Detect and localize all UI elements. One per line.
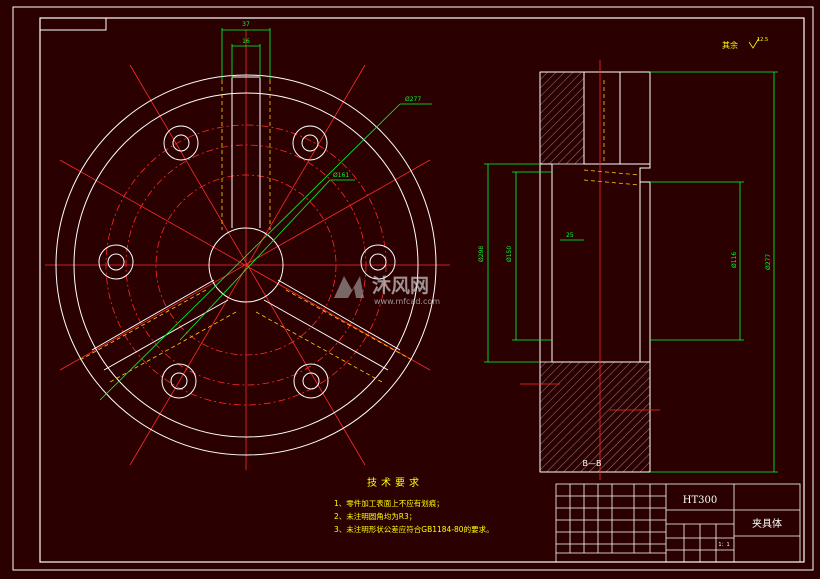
bolt-hole <box>161 363 197 399</box>
bolt-hole <box>293 363 329 399</box>
slot-line <box>91 279 215 351</box>
hub-circle <box>208 227 284 303</box>
dim-leader <box>99 103 401 401</box>
bolt-hole <box>302 372 320 390</box>
hidden-line <box>583 169 641 176</box>
notes-item-2: 2、未注明圆角均为R3； <box>334 511 416 521</box>
title-part-name: 夹具体 <box>752 517 782 530</box>
hatch-region <box>539 71 585 165</box>
sheet-inner-frame <box>39 17 805 563</box>
notes-title: 技术要求 <box>367 476 423 489</box>
section-view: Ø298 Ø150 25 Ø116 Ø277 B—B <box>478 60 778 480</box>
slot-line <box>277 279 401 351</box>
bolt-hole <box>292 125 328 161</box>
dim-section-small: 25 <box>566 232 574 239</box>
title-material: HT300 <box>683 495 717 506</box>
roughness-symbol-icon <box>748 37 760 49</box>
dim-section-left-a: Ø298 <box>478 246 485 262</box>
center-line-d4 <box>59 159 431 371</box>
section-label: B—B <box>583 459 602 468</box>
flange-step-circle <box>73 92 419 438</box>
front-view: 37 16 Ø277 Ø161 <box>45 21 450 470</box>
hidden-line <box>79 289 207 361</box>
dim-top-width: 37 <box>242 21 250 28</box>
hidden-line <box>255 311 383 383</box>
title-block <box>555 483 801 563</box>
dim-section-left-b: Ø150 <box>506 246 513 262</box>
pitch-circle-inner <box>125 144 367 386</box>
center-line-d2 <box>129 64 366 466</box>
bolt-hole <box>172 134 190 152</box>
slot-line <box>263 299 389 371</box>
bolt-hole <box>301 134 319 152</box>
notes-item-1: 1、零件加工表面上不应有划痕； <box>334 498 444 508</box>
title-scale: 1：1 <box>718 542 729 548</box>
dim-section-right-a: Ø116 <box>731 252 738 268</box>
bolt-hole <box>107 253 125 271</box>
sheet-outer-border <box>12 6 814 571</box>
hidden-line <box>109 311 237 383</box>
pitch-circle-small <box>155 174 337 356</box>
bolt-hole <box>360 244 396 280</box>
hatch-region <box>539 361 651 473</box>
bolt-hole <box>170 372 188 390</box>
dim-top-inner: 16 <box>242 38 250 45</box>
outer-flange-circle <box>55 74 437 456</box>
bolt-hole <box>98 244 134 280</box>
roughness-label: 其余 <box>722 40 738 50</box>
bolt-hole <box>369 253 387 271</box>
roughness-value: 12.5 <box>757 37 768 43</box>
bolt-circle <box>105 124 387 406</box>
hidden-line <box>583 179 641 186</box>
code-box <box>40 18 107 31</box>
bolt-hole <box>163 125 199 161</box>
notes-item-3: 3、未注明形状公差应符合GB1184-80的要求。 <box>334 524 494 534</box>
dim-leader <box>179 179 331 341</box>
dim-diameter-middle: Ø161 <box>333 172 349 179</box>
hidden-line <box>285 289 413 361</box>
dim-section-right-b: Ø277 <box>765 254 772 270</box>
dim-diameter-outer: Ø277 <box>405 96 421 103</box>
